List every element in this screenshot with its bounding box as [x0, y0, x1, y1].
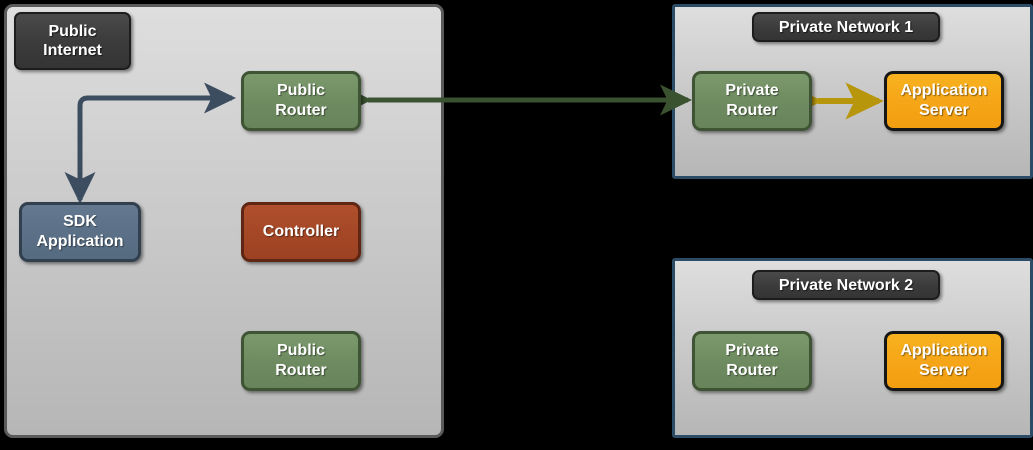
- zone-label-public-internet: Public Internet: [14, 12, 131, 70]
- node-application-server-2-label: Application Server: [900, 342, 988, 379]
- zone-label-public-internet-text: Public Internet: [43, 23, 102, 59]
- node-public-router-top-label: Public Router: [275, 82, 327, 119]
- zone-label-private-network-1: Private Network 1: [752, 12, 940, 42]
- node-public-router-bottom-label: Public Router: [275, 342, 327, 379]
- node-private-router-1-label: Private Router: [725, 82, 779, 119]
- node-application-server-1[interactable]: Application Server: [884, 71, 1004, 131]
- node-private-router-2[interactable]: Private Router: [692, 331, 812, 391]
- node-private-router-2-label: Private Router: [725, 342, 779, 379]
- node-sdk-application[interactable]: SDK Application: [19, 202, 141, 262]
- node-controller-label: Controller: [262, 223, 340, 240]
- node-sdk-application-label: SDK Application: [36, 213, 124, 250]
- node-application-server-2[interactable]: Application Server: [884, 331, 1004, 391]
- zone-label-private-network-1-text: Private Network 1: [778, 18, 914, 36]
- node-private-router-1[interactable]: Private Router: [692, 71, 812, 131]
- node-controller[interactable]: Controller: [241, 202, 361, 262]
- zone-label-private-network-2-text: Private Network 2: [778, 276, 914, 294]
- node-public-router-top[interactable]: Public Router: [241, 71, 361, 131]
- node-public-router-bottom[interactable]: Public Router: [241, 331, 361, 391]
- zone-label-private-network-2: Private Network 2: [752, 270, 940, 300]
- node-application-server-1-label: Application Server: [900, 82, 988, 119]
